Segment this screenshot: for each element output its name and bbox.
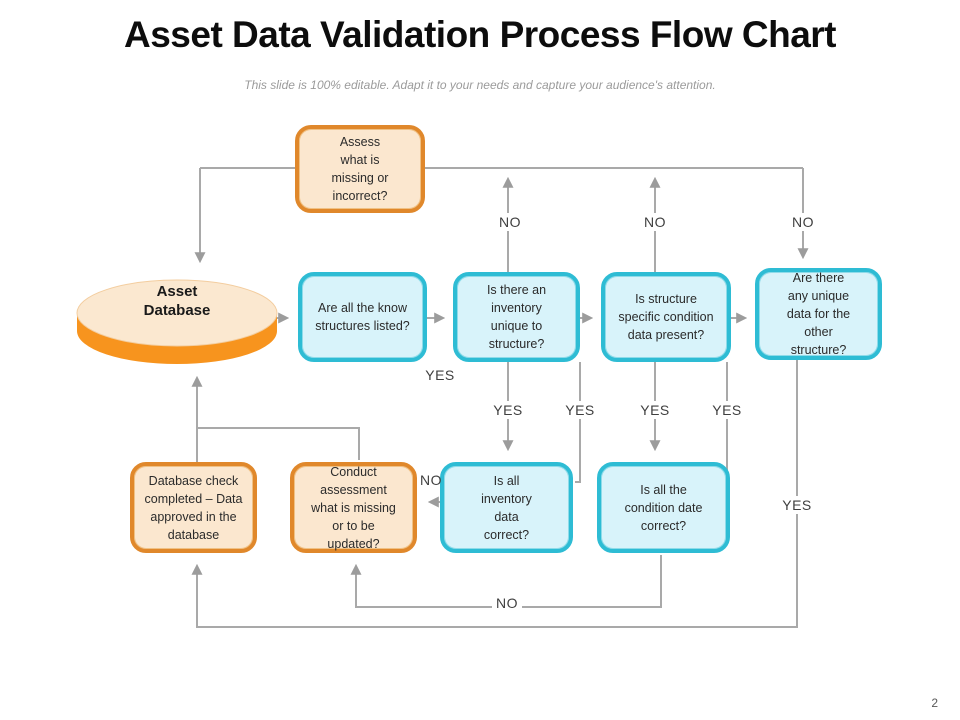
node-conduct-assessment-label: Conduct assessment what is missing or to… [311, 464, 396, 551]
page-subtitle: This slide is 100% editable. Adapt it to… [244, 78, 716, 92]
node-assess-missing: Assess what is missing or incorrect? [295, 125, 425, 213]
node-structures-listed: Are all the know structures listed? [298, 272, 427, 362]
node-condition-present: Is structure specific condition data pre… [601, 272, 731, 362]
node-structures-listed-label: Are all the know structures listed? [315, 301, 410, 333]
node-condition-present-label: Is structure specific condition data pre… [618, 292, 714, 342]
edge-label-no-unique-other: NO [788, 213, 818, 231]
node-conduct-assessment: Conduct assessment what is missing or to… [290, 462, 417, 553]
node-asset-database-label: Asset Database [143, 283, 211, 319]
node-assess-missing-label: Assess what is missing or incorrect? [331, 135, 389, 203]
edge-label-yes-unique-other: YES [778, 496, 816, 514]
node-condition-correct-label: Is all the condition date correct? [624, 482, 703, 533]
node-db-check-completed: Database check completed – Data approved… [130, 462, 257, 553]
edge-label-yes-condition-center: YES [636, 401, 674, 419]
node-unique-other-label: Are there any unique data for the other … [786, 271, 851, 357]
node-inventory-correct-label: Is all inventory data correct? [481, 473, 532, 542]
node-inventory-correct: Is all inventory data correct? [440, 462, 573, 553]
edge-label-yes-inventory-right: YES [561, 401, 599, 419]
edge-label-no-condition-correct: NO [492, 594, 522, 612]
edge-label-no-inventory-unique: NO [495, 213, 525, 231]
database-cylinder-shape [76, 279, 278, 364]
node-inventory-unique: Is there an inventory unique to structur… [453, 272, 580, 362]
node-unique-other: Are there any unique data for the other … [755, 268, 882, 360]
edge-yes-right-inventory-correct [575, 362, 581, 483]
node-db-check-completed-label: Database check completed – Data approved… [144, 473, 243, 542]
node-asset-database: Asset Database [132, 282, 222, 320]
page-title: Asset Data Validation Process Flow Chart [124, 14, 837, 55]
edge-label-yes-structures-listed: YES [425, 367, 455, 383]
node-inventory-unique-label: Is there an inventory unique to structur… [486, 283, 547, 351]
page-number: 2 [931, 696, 938, 710]
node-condition-correct: Is all the condition date correct? [597, 462, 730, 553]
edge-label-no-inventory-correct: NO [420, 472, 442, 488]
edge-label-no-condition-present: NO [640, 213, 670, 231]
edge-unique-other-yes-to-db-check [191, 360, 798, 628]
edge-conduct-up-to-database-line [197, 427, 360, 460]
edge-label-yes-condition-right: YES [708, 401, 746, 419]
edge-label-yes-inventory-center: YES [489, 401, 527, 419]
